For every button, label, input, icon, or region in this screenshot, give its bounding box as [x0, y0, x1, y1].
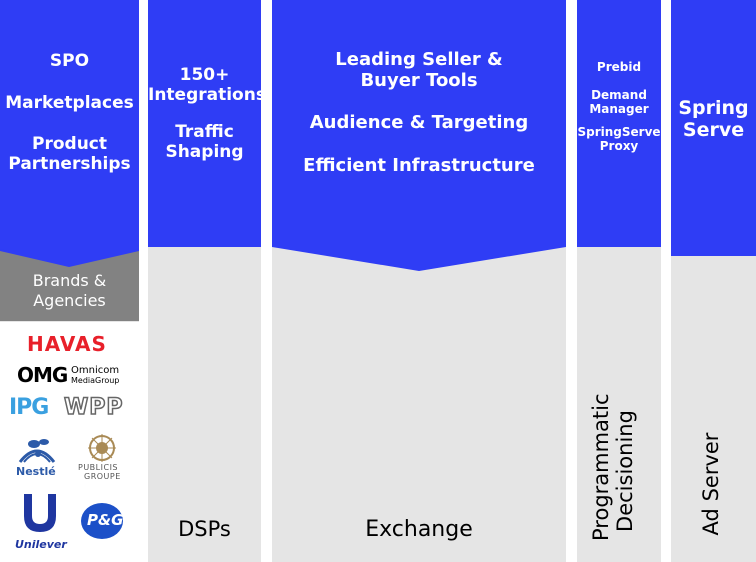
brands-agencies-label: Brands &Agencies	[32, 271, 107, 310]
groupe-label: GROUPE	[84, 472, 121, 481]
wpp-logo: WPP	[63, 394, 124, 421]
prebid-label: Prebid	[596, 60, 642, 74]
ipg-logo: IPG	[9, 395, 49, 420]
seller-tools-line-2: Buyer Tools	[360, 69, 478, 91]
publicis-lion-icon	[88, 434, 116, 462]
proxy-label: Proxy	[599, 139, 639, 154]
spring-label: Spring	[678, 97, 749, 119]
column-ad-server: Spring Serve Ad Server	[671, 0, 756, 562]
nestle-label: Nestlé	[16, 465, 56, 478]
integrations-label: Integrations	[148, 84, 261, 105]
column-4-text: Prebid Demand Manager SpringServe Proxy	[577, 60, 661, 154]
marketplaces-label: Marketplaces	[5, 92, 134, 113]
pg-label: P&G	[87, 511, 124, 529]
audience-targeting-label: Audience & Targeting	[309, 112, 529, 134]
ad-server-label: Ad Server	[699, 432, 723, 536]
unilever-u-icon	[24, 494, 56, 532]
dsps-label: DSPs	[178, 517, 231, 541]
springserve-label: SpringServe	[577, 125, 661, 140]
nestle-nest-icon	[18, 439, 56, 463]
product-label: Product	[32, 134, 107, 155]
seller-tools-line-1: Leading Seller &	[335, 49, 503, 70]
media-group-label: MediaGroup	[71, 376, 120, 385]
unilever-label: Unilever	[15, 538, 67, 551]
column-5-banner	[671, 0, 756, 256]
column-dsps: 150+ Integrations Traffic Shaping DSPs	[148, 0, 261, 562]
havas-logo: HAVAS	[27, 332, 107, 356]
serve-label: Serve	[682, 118, 745, 141]
demand-label: Demand	[591, 87, 647, 102]
column-4-banner	[577, 0, 661, 247]
spo-label: SPO	[49, 51, 90, 71]
column-5-text: Spring Serve	[671, 97, 756, 142]
exchange-label: Exchange	[365, 517, 473, 542]
column-2-text: 150+ Integrations Traffic Shaping	[148, 65, 261, 162]
column-1-banner	[0, 0, 139, 251]
omg-logo: OMG	[17, 363, 68, 387]
column-3-text: Leading Seller & Buyer Tools Audience & …	[272, 49, 566, 177]
column-programmatic: Prebid Demand Manager SpringServe Proxy …	[577, 0, 661, 562]
column-1-text: SPO Marketplaces Product Partnerships	[0, 51, 139, 174]
traffic-label: Traffic	[175, 122, 234, 143]
publicis-label: PUBLICIS	[78, 463, 119, 472]
manager-label: Manager	[589, 101, 649, 116]
omnicom-label: Omnicom	[71, 365, 120, 376]
efficient-infrastructure-label: Efficient Infrastructure	[303, 155, 535, 177]
partnerships-label: Partnerships	[8, 153, 131, 174]
shaping-label: Shaping	[165, 141, 244, 162]
programmatic-decisioning-label: Programmatic Decisioning	[589, 393, 638, 541]
column-2-banner	[148, 0, 261, 247]
integrations-count: 150+	[179, 65, 230, 85]
column-3-banner	[272, 0, 566, 271]
pg-logo-icon	[81, 503, 123, 539]
brands-agencies-box: Brands &Agencies	[0, 251, 139, 321]
column-exchange: Leading Seller & Buyer Tools Audience & …	[272, 0, 566, 562]
brand-logos: HAVAS OMG Omnicom MediaGroup IPG WPP Nes…	[0, 322, 139, 562]
